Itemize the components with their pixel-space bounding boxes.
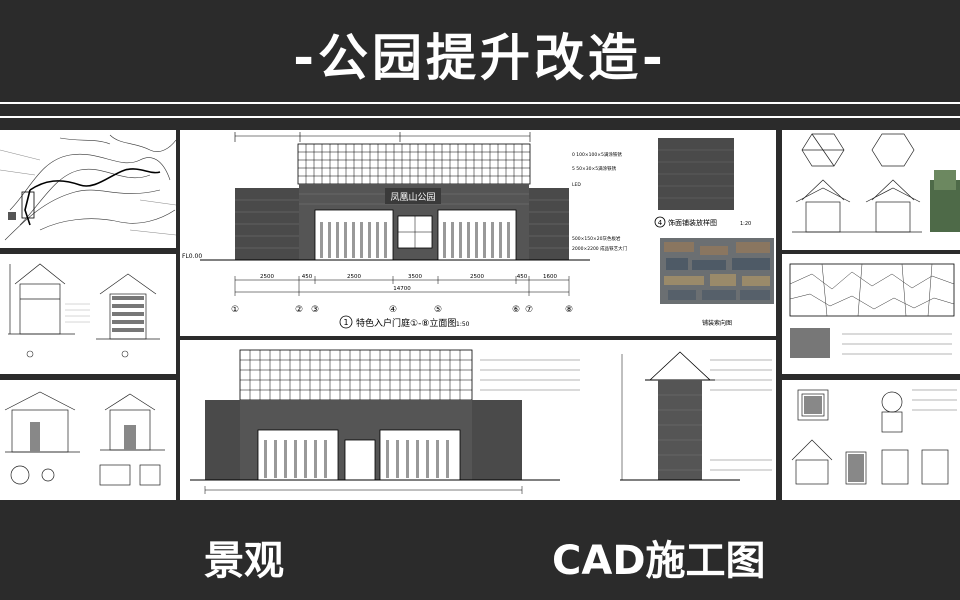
site-plan-sheet bbox=[0, 130, 176, 248]
floor-level-mark: FL0.00 bbox=[182, 253, 202, 260]
dim-2: 450 bbox=[302, 274, 313, 280]
drawing-collage: 凤凰山公园 FL0.00 bbox=[0, 128, 960, 502]
cad-drawing-label: CAD施工图 bbox=[552, 538, 766, 584]
wall-elevation-drawing bbox=[789, 263, 955, 358]
page-title: -公园提升改造- bbox=[293, 29, 667, 87]
note-3: LED bbox=[572, 182, 581, 188]
pavilion-plan-drawing bbox=[792, 133, 960, 233]
axis-6: ⑥ bbox=[512, 305, 520, 315]
entrance-elevation-sheet-2 bbox=[180, 340, 600, 500]
gate-side-elevation-drawing bbox=[620, 351, 772, 481]
elevation-number: 1 bbox=[343, 318, 348, 327]
section-sheet-2 bbox=[0, 380, 176, 500]
veneer-title: 饰面铺装放样图 bbox=[668, 218, 717, 227]
section-sheet-1 bbox=[0, 254, 176, 374]
total-dim: 14700 bbox=[393, 286, 411, 292]
axis-7: ⑦ bbox=[525, 305, 533, 315]
axis-3: ③ bbox=[311, 305, 319, 315]
wall-elevation-sheet bbox=[782, 254, 960, 374]
axis-1: ① bbox=[231, 305, 239, 315]
note-5: 2000×2200 成品铁艺大门 bbox=[572, 245, 628, 252]
header-band: -公园提升改造- bbox=[0, 0, 960, 100]
veneer-number: 4 bbox=[658, 219, 663, 227]
entrance-elevation-drawing-2 bbox=[190, 349, 580, 494]
axis-8: ⑧ bbox=[565, 305, 573, 315]
footer-band bbox=[0, 508, 960, 600]
gate-side-elevation-sheet bbox=[600, 340, 776, 500]
note-4: 500×150×20灰色板岩 bbox=[572, 235, 621, 242]
header-divider-top bbox=[0, 102, 960, 104]
elevation-title: 特色入户门庭①-⑧立面图 bbox=[356, 317, 456, 329]
note-2: 5 50×30×5满涂铁锈 bbox=[572, 165, 617, 172]
dim-3: 2500 bbox=[347, 274, 361, 280]
entrance-elevation-drawing: 凤凰山公园 FL0.00 bbox=[182, 132, 774, 329]
dim-6: 450 bbox=[517, 274, 528, 280]
dim-7: 1600 bbox=[543, 274, 557, 280]
park-sign-text: 凤凰山公园 bbox=[390, 192, 435, 203]
axis-5: ⑤ bbox=[434, 305, 442, 315]
site-plan-drawing bbox=[0, 134, 176, 241]
header-divider-bottom bbox=[0, 116, 960, 118]
elevation-scale: 1:50 bbox=[456, 321, 470, 328]
landscape-label: 景观 bbox=[204, 538, 284, 584]
axis-2: ② bbox=[295, 305, 303, 315]
section-drawing-2 bbox=[4, 391, 165, 486]
dim-4: 3500 bbox=[408, 274, 422, 280]
dim-1: 2500 bbox=[260, 274, 274, 280]
axis-4: ④ bbox=[389, 305, 397, 315]
veneer-scale: 1:20 bbox=[740, 221, 751, 227]
pavilion-plan-sheet bbox=[782, 130, 960, 250]
detail-sheet bbox=[782, 380, 960, 500]
dim-5: 2500 bbox=[470, 274, 484, 280]
note-1: 0 100×100×5满涂铁锈 bbox=[572, 151, 622, 158]
paving-title: 铺装索向图 bbox=[702, 319, 732, 327]
detail-drawing bbox=[791, 389, 957, 485]
section-drawing-1 bbox=[8, 263, 160, 358]
entrance-elevation-sheet: 凤凰山公园 FL0.00 bbox=[180, 130, 776, 336]
